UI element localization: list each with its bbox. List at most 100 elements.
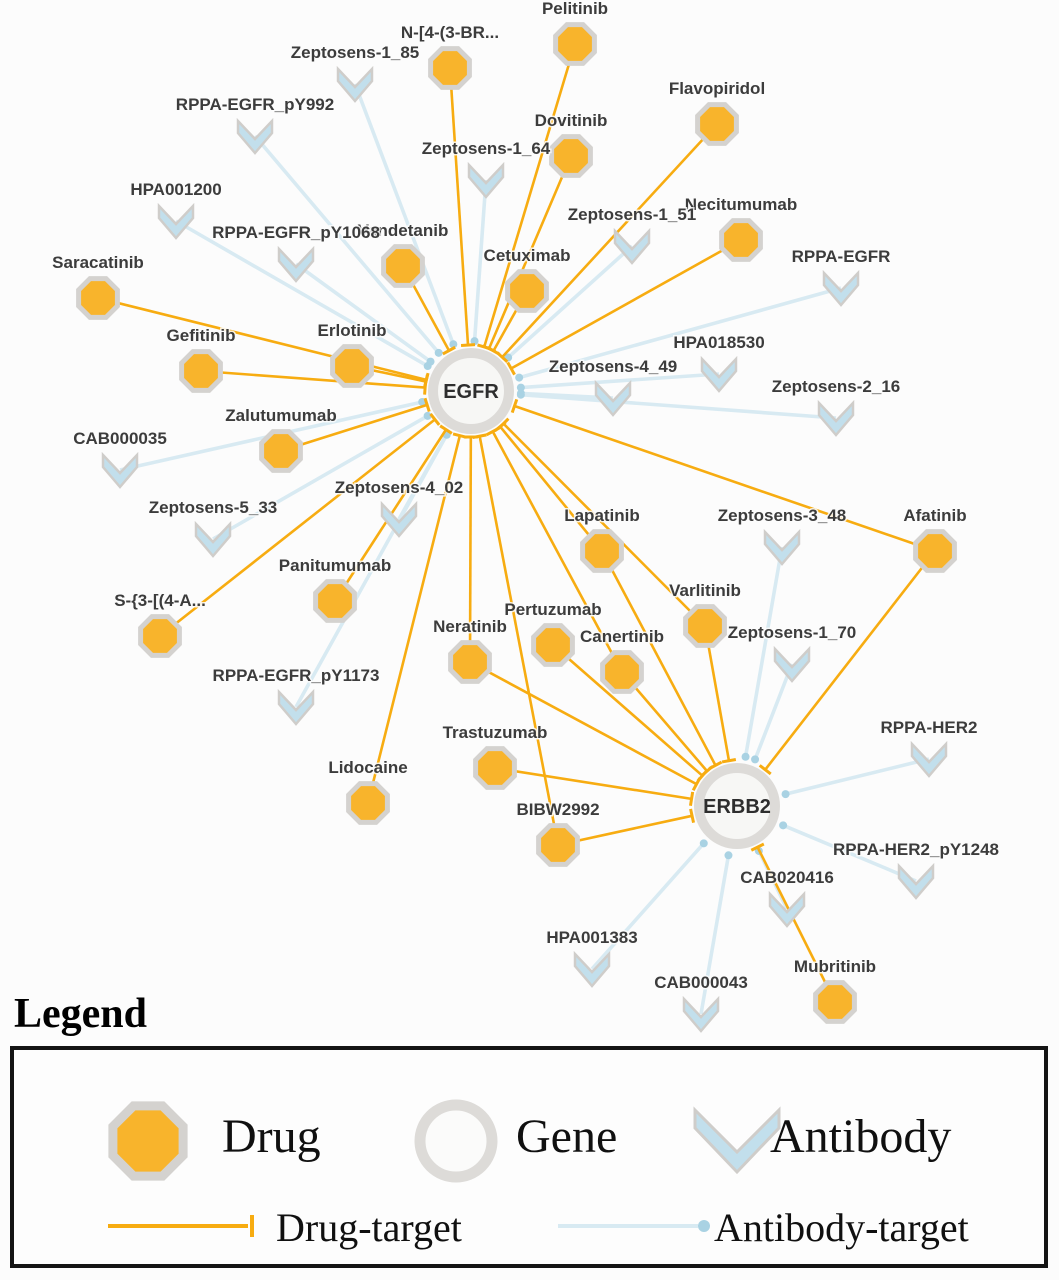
- legend-title: Legend: [14, 991, 148, 1037]
- drug-octagon-icon: [259, 429, 303, 473]
- antibody-target-edge: [741, 546, 784, 761]
- node-label: Trastuzumab: [443, 723, 548, 742]
- drug-octagon-icon: [473, 746, 517, 790]
- legend-box: Drug Gene Antibody Drug-target Antibody-…: [10, 1046, 1048, 1268]
- node-label: RPPA-EGFR_pY1068: [212, 223, 380, 242]
- antibody-node-rppa-egfr-py1068: RPPA-EGFR_pY1068: [211, 222, 381, 283]
- drug-node-trastuzumab: Trastuzumab: [441, 722, 549, 790]
- drug-target-edge-icon: [108, 1215, 254, 1237]
- antibody-target-edge: [515, 286, 842, 382]
- drug-node-pelitinib: Pelitinib: [540, 0, 610, 66]
- antibody-node-cab020416: CAB020416: [739, 867, 835, 928]
- drug-target-edge: [463, 435, 478, 663]
- node-label: Zeptosens-1_64: [422, 139, 551, 158]
- antibody-target-edge: [699, 851, 733, 1015]
- antibody-node-zeptosens-1-85: Zeptosens-1_85: [289, 42, 421, 103]
- antibody-target-edge: [751, 663, 794, 764]
- antibody-chevron-icon: [277, 245, 315, 283]
- drug-node-dovitinib: Dovitinib: [533, 110, 609, 178]
- node-label: Erlotinib: [318, 321, 387, 340]
- drug-octagon-icon: [108, 1101, 188, 1181]
- node-label: ERBB2: [703, 796, 771, 818]
- antibody-chevron-icon: [693, 1106, 781, 1175]
- antibody-chevron-icon: [380, 500, 418, 538]
- drug-node-erlotinib: Erlotinib: [316, 320, 388, 388]
- drug-target-edge: [750, 842, 837, 1003]
- antibody-target-edge: [470, 179, 488, 346]
- drug-node-lidocaine: Lidocaine: [327, 757, 409, 825]
- antibody-node-hpa001200: HPA001200: [129, 179, 223, 240]
- antibody-node-rppa-egfr-py1173: RPPA-EGFR_pY1173: [211, 665, 381, 726]
- drug-target-edge: [758, 550, 937, 776]
- antibody-target-edge: [516, 390, 837, 420]
- antibody-node-zeptosens-4-02: Zeptosens-4_02: [333, 477, 465, 538]
- drug-node-s-3-4-a: S-{3-[(4-A...: [113, 590, 207, 658]
- antibody-target-edge: [294, 430, 451, 708]
- antibody-node-zeptosens-1-70: Zeptosens-1_70: [726, 622, 858, 683]
- node-label: Zeptosens-1_51: [568, 205, 697, 224]
- node-label: N-[4-(3-BR...: [401, 23, 499, 42]
- node-label: Zeptosens-1_70: [728, 623, 857, 642]
- drug-octagon-icon: [913, 529, 957, 573]
- drug-octagon-icon: [813, 980, 857, 1024]
- drug-octagon-icon: [549, 134, 593, 178]
- antibody-target-edge-icon: [558, 1220, 710, 1232]
- drug-node-saracatinib: Saracatinib: [51, 252, 145, 320]
- drug-target-edge: [469, 660, 702, 792]
- antibody-chevron-icon: [613, 227, 651, 265]
- antibody-chevron-icon: [467, 161, 505, 199]
- node-label: S-{3-[(4-A...: [114, 591, 206, 610]
- drug-target-edge: [448, 67, 476, 348]
- antibody-target-edge: [590, 839, 708, 971]
- drug-octagon-icon: [179, 349, 223, 393]
- antibody-chevron-icon: [236, 117, 274, 155]
- antibody-chevron-icon: [573, 950, 611, 988]
- antibody-node-zeptosens-4-49: Zeptosens-4_49: [547, 356, 679, 417]
- antibody-node-hpa018530: HPA018530: [672, 332, 766, 393]
- drug-node-afatinib: Afatinib: [902, 505, 968, 573]
- drug-octagon-icon: [381, 244, 425, 288]
- antibody-node-zeptosens-1-51: Zeptosens-1_51: [566, 204, 698, 265]
- node-label: Zeptosens-4_02: [335, 478, 464, 497]
- drug-node-pertuzumab: Pertuzumab: [503, 599, 603, 667]
- antibody-chevron-icon: [194, 520, 232, 558]
- drug-node-neratinib: Neratinib: [432, 616, 508, 684]
- node-label: RPPA-EGFR_pY992: [176, 95, 334, 114]
- antibody-target-edge: [175, 219, 432, 371]
- node-label: RPPA-EGFR_pY1173: [213, 666, 380, 685]
- legend-drug-target-label: Drug-target: [276, 1205, 462, 1250]
- antibody-chevron-icon: [336, 65, 374, 103]
- node-label: RPPA-HER2: [881, 718, 978, 737]
- drug-octagon-icon: [330, 344, 374, 388]
- drug-node-zalutumumab: Zalutumumab: [224, 405, 338, 473]
- node-label: Canertinib: [580, 627, 664, 646]
- drug-octagon-icon: [719, 218, 763, 262]
- drug-target-edge: [557, 808, 696, 847]
- node-label: RPPA-HER2_pY1248: [833, 840, 999, 859]
- drug-node-necitumumab: Necitumumab: [683, 194, 799, 262]
- drug-node-n-4-3-br: N-[4-(3-BR...: [399, 22, 501, 90]
- node-label: Flavopiridol: [669, 79, 765, 98]
- drug-target-edge: [703, 625, 737, 764]
- node-label: Saracatinib: [52, 253, 144, 272]
- node-label: Pelitinib: [542, 0, 608, 18]
- antibody-node-rppa-egfr-py992: RPPA-EGFR_pY992: [174, 94, 336, 155]
- antibody-chevron-icon: [277, 688, 315, 726]
- antibody-chevron-icon: [682, 995, 720, 1033]
- drug-node-flavopiridol: Flavopiridol: [667, 78, 767, 146]
- antibody-node-zeptosens-5-33: Zeptosens-5_33: [147, 497, 279, 558]
- antibody-target-edge: [516, 372, 720, 392]
- legend-gene-label: Gene: [516, 1110, 618, 1163]
- node-label: Dovitinib: [535, 111, 608, 130]
- node-label: RPPA-EGFR: [792, 247, 891, 266]
- node-label: Varlitinib: [669, 581, 741, 600]
- drug-target-edge: [496, 123, 718, 364]
- drug-octagon-icon: [76, 276, 120, 320]
- node-label: Afatinib: [903, 506, 966, 525]
- drug-target-edge: [497, 417, 706, 627]
- drug-target-edge: [494, 766, 695, 807]
- node-label: HPA001383: [546, 928, 637, 947]
- drug-target-edge: [552, 644, 709, 782]
